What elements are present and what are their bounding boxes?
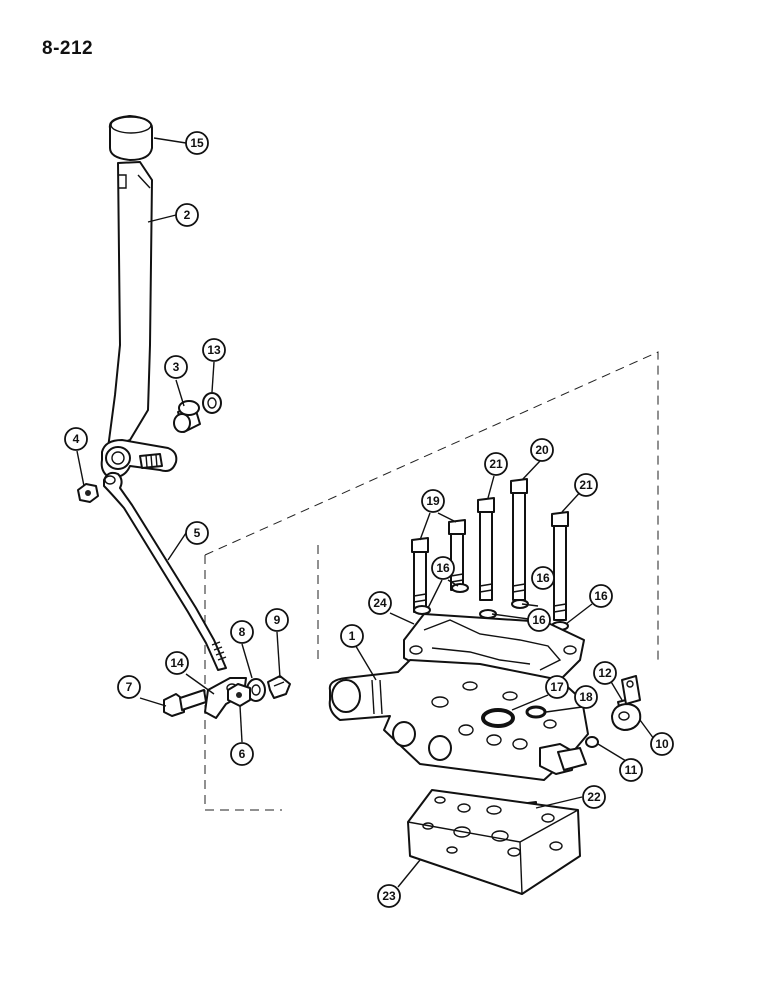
svg-text:16: 16 — [594, 589, 608, 603]
svg-text:16: 16 — [532, 613, 546, 627]
svg-text:10: 10 — [655, 737, 669, 751]
callout-15: 15 — [185, 131, 209, 155]
svg-text:1: 1 — [349, 629, 356, 643]
bolt-part-7 — [163, 689, 207, 717]
svg-text:20: 20 — [535, 443, 549, 457]
nut-part-4 — [77, 483, 99, 503]
callout-6: 6 — [230, 742, 254, 766]
callout-17: 17 — [545, 675, 569, 699]
callout-4: 4 — [64, 427, 88, 451]
callout-8: 8 — [230, 620, 254, 644]
callout-16-c: 16 — [527, 608, 551, 632]
callout-11: 11 — [619, 758, 643, 782]
nut-part-6 — [227, 683, 251, 707]
plug-part — [585, 736, 599, 748]
clip-part — [267, 675, 291, 699]
callout-1: 1 — [340, 624, 364, 648]
svg-text:14: 14 — [170, 656, 184, 670]
callout-7: 7 — [117, 675, 141, 699]
svg-text:11: 11 — [625, 763, 638, 777]
callout-16-a: 16 — [431, 556, 455, 580]
bushing-part — [173, 400, 201, 433]
callout-12: 12 — [593, 661, 617, 685]
clevis-part — [611, 675, 642, 731]
linkage-rod-part — [103, 471, 227, 671]
svg-text:5: 5 — [194, 526, 201, 540]
cover-bolts — [411, 478, 569, 621]
callout-18: 18 — [574, 685, 598, 709]
svg-text:21: 21 — [489, 457, 503, 471]
callout-14: 14 — [165, 651, 189, 675]
o-ring-part-18 — [525, 705, 547, 719]
svg-text:13: 13 — [207, 343, 221, 357]
svg-text:19: 19 — [426, 494, 440, 508]
callout-5: 5 — [185, 521, 209, 545]
callout-3: 3 — [164, 355, 188, 379]
svg-text:18: 18 — [579, 690, 593, 704]
svg-text:3: 3 — [173, 360, 180, 374]
callout-10: 10 — [650, 732, 674, 756]
callout-21-right: 21 — [574, 473, 598, 497]
callout-22: 22 — [582, 785, 606, 809]
callout-16-b: 16 — [531, 566, 555, 590]
svg-text:21: 21 — [579, 478, 593, 492]
callout-24: 24 — [368, 591, 392, 615]
callout-23: 23 — [377, 884, 401, 908]
callout-13: 13 — [202, 338, 226, 362]
washer-part-13 — [202, 392, 222, 414]
svg-text:7: 7 — [126, 680, 133, 694]
valve-body-part — [328, 659, 589, 781]
page-number: 8-212 — [42, 38, 94, 59]
shift-lever-part — [100, 161, 178, 479]
svg-text:16: 16 — [536, 571, 550, 585]
callout-2: 2 — [175, 203, 199, 227]
leader-lines — [76, 137, 655, 888]
callouts: 15 2 3 13 4 5 9 8 14 7 6 21 20 21 19 16 … — [64, 131, 674, 908]
o-ring-part-17 — [481, 708, 515, 728]
svg-text:9: 9 — [274, 613, 281, 627]
lever-knob-part — [108, 115, 153, 161]
svg-text:22: 22 — [587, 790, 601, 804]
callout-19: 19 — [421, 489, 445, 513]
end-plate-part — [407, 789, 581, 895]
svg-text:6: 6 — [239, 747, 246, 761]
callout-21-left: 21 — [484, 452, 508, 476]
callout-16-d: 16 — [589, 584, 613, 608]
svg-text:8: 8 — [239, 625, 246, 639]
assembly-dashed-lines — [204, 351, 659, 811]
svg-text:4: 4 — [73, 432, 80, 446]
svg-text:12: 12 — [598, 666, 612, 680]
svg-text:24: 24 — [373, 596, 387, 610]
callout-9: 9 — [265, 608, 289, 632]
callout-20: 20 — [530, 438, 554, 462]
svg-text:2: 2 — [184, 208, 191, 222]
svg-text:16: 16 — [436, 561, 450, 575]
svg-text:23: 23 — [382, 889, 396, 903]
svg-text:17: 17 — [550, 680, 564, 694]
svg-text:15: 15 — [190, 136, 204, 150]
